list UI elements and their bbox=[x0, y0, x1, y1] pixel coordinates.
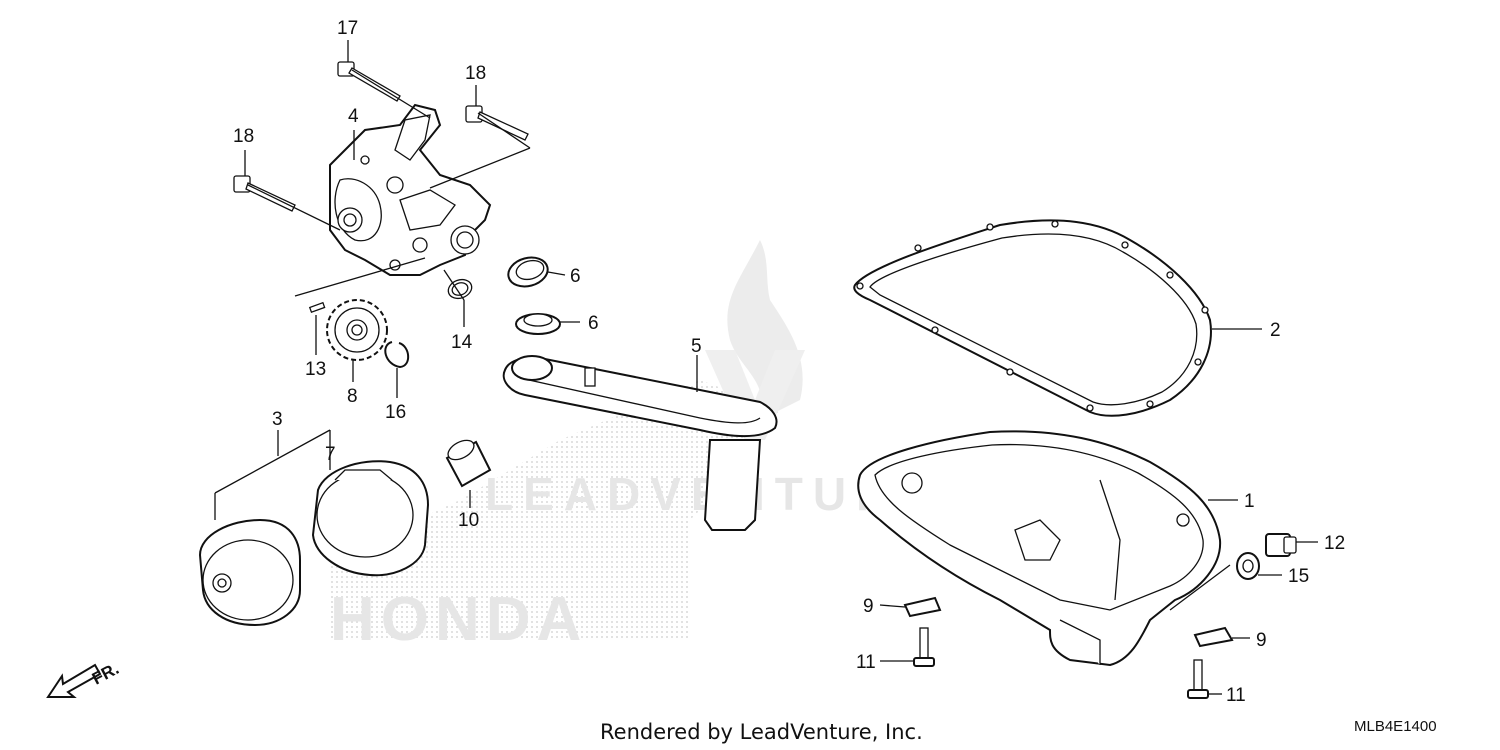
bolt-11-left[interactable] bbox=[913, 627, 935, 667]
callout-12: 12 bbox=[1324, 533, 1345, 554]
oil-pump-assembly[interactable] bbox=[329, 103, 492, 276]
footer-credit: Rendered by LeadVenture, Inc. bbox=[600, 720, 923, 744]
o-ring-14[interactable] bbox=[446, 276, 475, 301]
watermark-v-icon bbox=[705, 350, 805, 440]
callout-18-left: 18 bbox=[233, 126, 254, 147]
callout-14: 14 bbox=[451, 332, 473, 353]
bolt-18-upper[interactable] bbox=[465, 105, 529, 141]
sealing-washer-15[interactable] bbox=[1236, 552, 1260, 580]
oil-strainer-5[interactable] bbox=[502, 355, 778, 531]
callout-6-upper: 6 bbox=[570, 266, 581, 287]
watermark-dots bbox=[330, 380, 780, 640]
callout-8: 8 bbox=[347, 386, 358, 407]
oil-filter-3[interactable] bbox=[198, 518, 301, 627]
seal-6-lower[interactable] bbox=[515, 313, 561, 335]
callout-15: 15 bbox=[1288, 566, 1309, 587]
callout-5: 5 bbox=[691, 336, 702, 357]
callout-7: 7 bbox=[325, 444, 336, 465]
watermark: LEADVENTURE HONDA bbox=[330, 240, 930, 654]
oil-filter-7[interactable] bbox=[311, 460, 430, 577]
pump-gear-8[interactable] bbox=[326, 299, 388, 361]
callout-9-left: 9 bbox=[863, 596, 874, 617]
callout-10: 10 bbox=[458, 510, 479, 531]
callout-16: 16 bbox=[385, 402, 406, 423]
drain-bolt-12[interactable] bbox=[1265, 533, 1297, 557]
callout-13: 13 bbox=[305, 359, 326, 380]
bolt-17[interactable] bbox=[337, 61, 401, 102]
seal-6-upper[interactable] bbox=[505, 253, 551, 290]
clip-9-left[interactable] bbox=[903, 596, 942, 618]
callout-11-left: 11 bbox=[856, 652, 876, 673]
bolt-11-right[interactable] bbox=[1187, 659, 1209, 699]
callout-18-right: 18 bbox=[465, 63, 486, 84]
front-arrow-icon: FR. bbox=[46, 659, 122, 698]
callout-1: 1 bbox=[1244, 491, 1255, 512]
oil-pan-1[interactable] bbox=[857, 430, 1222, 667]
gasket-2[interactable] bbox=[853, 219, 1212, 417]
dowel-pin-13[interactable] bbox=[308, 301, 326, 314]
callout-2: 2 bbox=[1270, 320, 1281, 341]
watermark-make: HONDA bbox=[330, 585, 587, 654]
front-label: FR. bbox=[89, 659, 122, 689]
callout-labels: 1 2 3 4 5 6 6 7 8 9 9 10 11 11 12 13 14 … bbox=[233, 18, 1345, 706]
callout-9-right: 9 bbox=[1256, 630, 1267, 651]
diagram-code: MLB4E1400 bbox=[1354, 718, 1437, 735]
circlip-16[interactable] bbox=[384, 341, 410, 369]
filter-screen-10[interactable] bbox=[445, 436, 492, 488]
clip-9-right[interactable] bbox=[1193, 626, 1234, 648]
callout-4: 4 bbox=[348, 106, 359, 127]
callout-6-lower: 6 bbox=[588, 313, 599, 334]
callout-17: 17 bbox=[337, 18, 358, 39]
callout-11-right: 11 bbox=[1226, 685, 1246, 706]
callout-3: 3 bbox=[272, 409, 283, 430]
